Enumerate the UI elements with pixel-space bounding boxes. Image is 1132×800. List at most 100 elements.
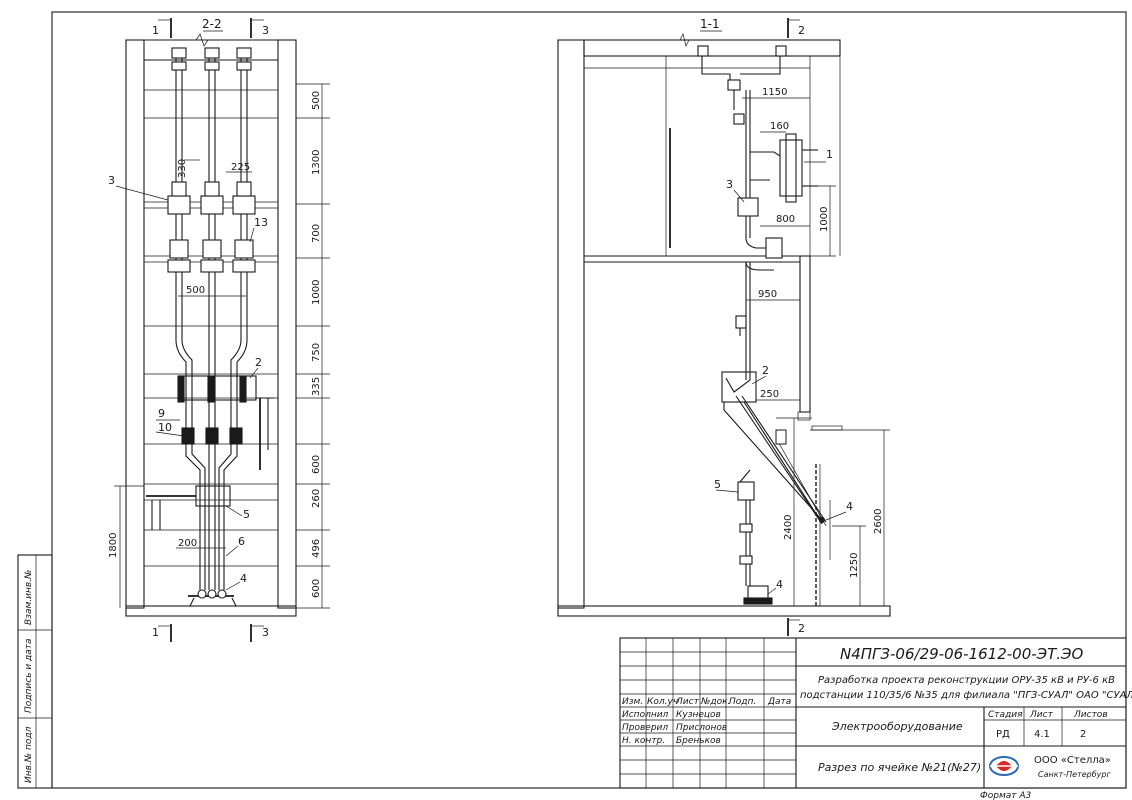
floor-left <box>125 605 297 617</box>
sheet-value: 4.1 <box>1034 729 1050 740</box>
project-line-2: подстанции 110/35/6 №35 для филиала "ПГЗ… <box>800 690 1132 701</box>
callout-4-left: 4 <box>240 572 247 585</box>
dim-1800: 1800 <box>108 533 119 558</box>
stamp-label-inv: Инв.№ подл <box>24 726 34 783</box>
sheet-frame <box>51 11 1127 789</box>
stamp-label-replace: Взам.инв.№ <box>24 570 34 625</box>
block-5 <box>146 485 231 530</box>
callout-9: 9 <box>158 407 165 420</box>
callout-3-right: 3 <box>726 178 733 191</box>
callout-4-right-lower: 4 <box>776 578 783 591</box>
sheet-title: Разрез по ячейке №21(№27) <box>818 761 981 774</box>
sheet-label: Лист <box>1029 710 1054 720</box>
doc-code: N4ПГЗ-06/29-06-1612-00-ЭТ.ЭО <box>840 645 1084 663</box>
callout-1-right: 1 <box>826 148 833 161</box>
format-label: Формат А3 <box>980 791 1032 800</box>
dim-500-a: 500 <box>311 91 322 110</box>
dim-2400: 2400 <box>783 515 794 540</box>
dim-500-b: 500 <box>186 285 205 296</box>
wall-left-right <box>557 39 585 609</box>
name-1: Кузнецов <box>676 710 721 720</box>
dim-left-1800 <box>114 485 144 608</box>
col-ndok: №док. <box>700 697 730 707</box>
post-4-right <box>775 429 831 606</box>
callout-3: 3 <box>108 174 115 187</box>
dim-750: 750 <box>311 343 322 362</box>
cut-bottom-3: 3 <box>262 626 269 639</box>
dim-1250: 1250 <box>849 553 860 578</box>
role-1: Исполнил <box>622 710 669 720</box>
stage-label: Стадия <box>988 710 1023 720</box>
dim-496: 496 <box>311 539 322 558</box>
section-1-1: 1150 160 800 1000 950 250 2400 1250 2600… <box>557 17 891 636</box>
role-2: Проверил <box>622 723 668 733</box>
wall-left <box>125 39 145 609</box>
dim-600-b: 600 <box>311 579 322 598</box>
callout-2-left: 2 <box>255 356 262 369</box>
stage-value: РД <box>996 729 1010 740</box>
name-2: Прислонов <box>676 723 727 733</box>
top-terminals <box>171 47 252 71</box>
dim-200: 200 <box>178 538 197 549</box>
cut-top-2: 2 <box>798 24 805 37</box>
disconnector-5-right <box>737 469 773 605</box>
phase-conductors <box>175 56 248 590</box>
section-title-1-1: 1-1 <box>700 17 720 31</box>
dim-800: 800 <box>776 214 795 225</box>
col-data: Дата <box>767 697 791 707</box>
cut-bottom-2: 2 <box>798 622 805 635</box>
callout-5-right: 5 <box>714 478 721 491</box>
switch-frame-2 <box>177 375 274 470</box>
col-izm: Изм. <box>622 697 643 707</box>
switch-2-right <box>721 371 757 410</box>
dims-right-section <box>742 97 890 607</box>
role-3: Н. контр. <box>622 736 665 746</box>
callout-10: 10 <box>158 421 172 434</box>
dim-260: 260 <box>311 489 322 508</box>
wall-right-upper <box>799 255 811 413</box>
current-transformers-13 <box>167 239 256 273</box>
dim-950: 950 <box>758 289 777 300</box>
callout-4-right-upper: 4 <box>846 500 853 513</box>
cut-top-3: 3 <box>262 24 269 37</box>
sheets-label: Листов <box>1073 710 1108 720</box>
title-block: Изм. Кол.уч Лист №док. Подп. Дата Исполн… <box>619 637 1132 800</box>
company-logo <box>989 756 1019 776</box>
org-city: Санкт-Петербург <box>1038 770 1111 779</box>
section-title-2-2: 2-2 <box>202 17 222 31</box>
section-name: Электрооборудование <box>831 720 963 733</box>
dim-chain-right <box>296 83 330 609</box>
callout-13: 13 <box>254 216 268 229</box>
cut-top-1: 1 <box>152 24 159 37</box>
name-3: Бреньков <box>676 736 721 746</box>
insulators-3 <box>167 181 256 215</box>
dim-1300: 1300 <box>311 150 322 175</box>
stamp-label-sign: Подпись и дата <box>24 638 34 713</box>
drive-rods <box>723 395 827 527</box>
col-list: Лист <box>675 697 700 707</box>
section-2-2: 500 1300 700 1000 750 335 600 260 496 60… <box>108 17 330 642</box>
insulators-9-10 <box>181 427 243 445</box>
dim-2600: 2600 <box>873 509 884 534</box>
dim-700: 700 <box>311 224 322 243</box>
callout-2-right: 2 <box>762 364 769 377</box>
sheets-value: 2 <box>1080 729 1086 740</box>
dim-1000: 1000 <box>311 280 322 305</box>
col-kol: Кол.уч <box>647 697 678 707</box>
busbars-right <box>697 45 787 380</box>
project-line-1: Разработка проекта реконструкции ОРУ-35 … <box>818 674 1115 686</box>
apparatus-1 <box>779 133 818 203</box>
callout-6: 6 <box>238 535 245 548</box>
dim-330: 330 <box>177 159 188 178</box>
dim-250: 250 <box>760 389 779 400</box>
side-stamp: Взам.инв.№ Подпись и дата Инв.№ подл <box>17 554 53 789</box>
dim-1150: 1150 <box>762 87 787 98</box>
floor-right <box>557 605 891 617</box>
dim-225: 225 <box>231 162 250 173</box>
cut-marks-left <box>170 18 252 642</box>
callout-5-left: 5 <box>243 508 250 521</box>
dim-335: 335 <box>311 377 322 396</box>
ceiling <box>583 39 841 57</box>
dim-600-a: 600 <box>311 455 322 474</box>
